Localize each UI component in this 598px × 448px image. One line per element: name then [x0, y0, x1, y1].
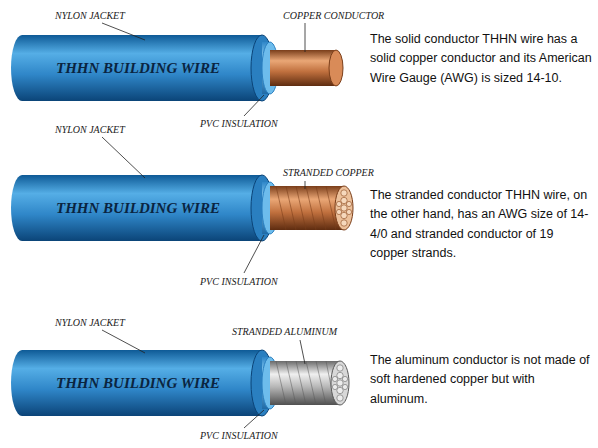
- wire-body: THHN BUILDING WIRE: [43, 196, 233, 221]
- part-label: NYLON JACKET: [55, 124, 125, 136]
- wire-part: [335, 186, 353, 230]
- wire-part: [102, 330, 145, 353]
- description-text: The stranded conductor THHN wire, on the…: [370, 186, 592, 264]
- wire-part: [244, 95, 264, 116]
- wire-part: [341, 197, 347, 203]
- wire-part: [286, 361, 296, 405]
- wire-part: [244, 410, 264, 428]
- wire-part: [337, 365, 343, 371]
- wire-part: [329, 50, 343, 86]
- part-label: PVC INSULATION: [200, 430, 278, 442]
- wire-part: [305, 23, 306, 52]
- wire-part: [332, 384, 337, 389]
- wire-part: [276, 361, 334, 405]
- part-label: COPPER CONDUCTOR: [283, 10, 384, 22]
- wire-print: THHN BUILDING WIRE: [56, 60, 220, 77]
- wire-part: [276, 186, 336, 230]
- wire-part: [296, 361, 306, 405]
- wire-part: [296, 186, 306, 230]
- part-label: PVC INSULATION: [200, 276, 278, 288]
- wire-part: [316, 186, 326, 230]
- wire-part: [336, 201, 341, 206]
- solid-copper-wire: [11, 35, 343, 101]
- wire-part: [341, 190, 347, 196]
- stranded-aluminum-wire: [11, 350, 349, 416]
- leader-lines: [102, 23, 305, 428]
- wire-part: [286, 186, 296, 230]
- wire-part: [270, 50, 336, 86]
- wire-part: [346, 209, 351, 214]
- wire-part: [244, 235, 264, 273]
- wire-part: [306, 361, 316, 405]
- wire-part: [337, 395, 343, 401]
- wire-part: [336, 190, 351, 226]
- wire-part: [337, 387, 343, 393]
- part-label: NYLON JACKET: [55, 317, 125, 329]
- wire-part: [331, 361, 349, 405]
- wire-part: [342, 384, 347, 389]
- stranded-copper-wire: [11, 175, 353, 241]
- wire-part: [337, 372, 343, 378]
- wire-part: [102, 23, 145, 40]
- wire-part: [332, 376, 337, 381]
- wire-part: [11, 175, 278, 241]
- wire-part: [341, 220, 347, 226]
- wire-part: [276, 361, 286, 405]
- wire-print: THHN BUILDING WIRE: [56, 375, 220, 392]
- description-text: The solid conductor THHN wire has a soli…: [370, 30, 592, 88]
- wire-body: THHN BUILDING WIRE: [43, 56, 233, 81]
- wire-part: [270, 186, 344, 230]
- wire-part: [11, 350, 278, 416]
- wire-part: [306, 186, 316, 230]
- description-text: The aluminum conductor is not made of so…: [370, 351, 592, 409]
- wire-part: [341, 212, 347, 218]
- part-label: STRANDED COPPER: [283, 167, 374, 179]
- wire-part: [276, 186, 286, 230]
- part-label: STRANDED ALUMINUM: [232, 326, 337, 338]
- wire-part: [11, 35, 278, 101]
- wire-part: [270, 361, 340, 405]
- wire-body: THHN BUILDING WIRE: [43, 371, 233, 396]
- wire-part: [316, 361, 326, 405]
- wire-part: [341, 205, 347, 211]
- wire-part: [337, 380, 343, 386]
- wire-part: [102, 137, 145, 178]
- wire-part: [336, 209, 341, 214]
- part-label: PVC INSULATION: [200, 118, 278, 130]
- wire-part: [305, 181, 306, 189]
- wire-print: THHN BUILDING WIRE: [56, 200, 220, 217]
- part-label: NYLON JACKET: [55, 10, 125, 22]
- wire-part: [332, 365, 347, 401]
- wire-part: [342, 376, 347, 381]
- wire-part: [346, 201, 351, 206]
- wire-part: [300, 340, 305, 364]
